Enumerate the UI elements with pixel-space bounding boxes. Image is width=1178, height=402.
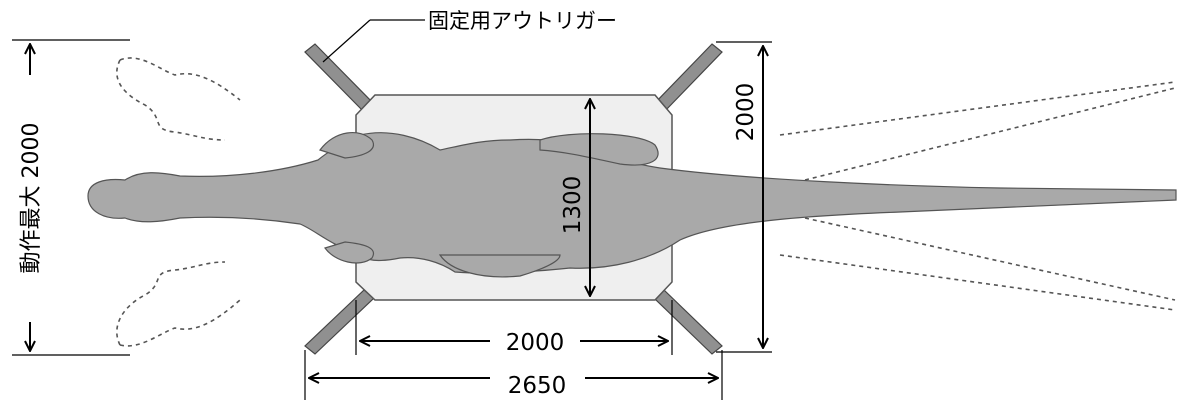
motion-max-dimension — [12, 39, 130, 356]
head-motion-envelope — [116, 57, 241, 347]
tail-motion-envelope — [779, 81, 1176, 311]
outrigger-arm-top-right — [653, 43, 723, 113]
height-label: 2000 — [733, 83, 759, 142]
outrigger-arm-top-left — [304, 43, 375, 113]
outrigger-label: 固定用アウトリガー — [428, 9, 617, 33]
base-width-dimension — [355, 300, 673, 355]
base-width-label: 2000 — [506, 330, 565, 356]
outrigger-arm-bottom-left — [304, 289, 375, 355]
motion-max-label: 動作最大 2000 — [19, 123, 44, 274]
body-width-label: 1300 — [560, 176, 586, 235]
overall-width-dimension — [304, 350, 723, 400]
outrigger-arm-bottom-right — [653, 289, 723, 355]
robot-body-silhouette — [87, 132, 1177, 278]
height-dimension — [716, 41, 772, 353]
outrigger-leader — [322, 19, 425, 63]
overall-width-label: 2650 — [508, 373, 567, 399]
